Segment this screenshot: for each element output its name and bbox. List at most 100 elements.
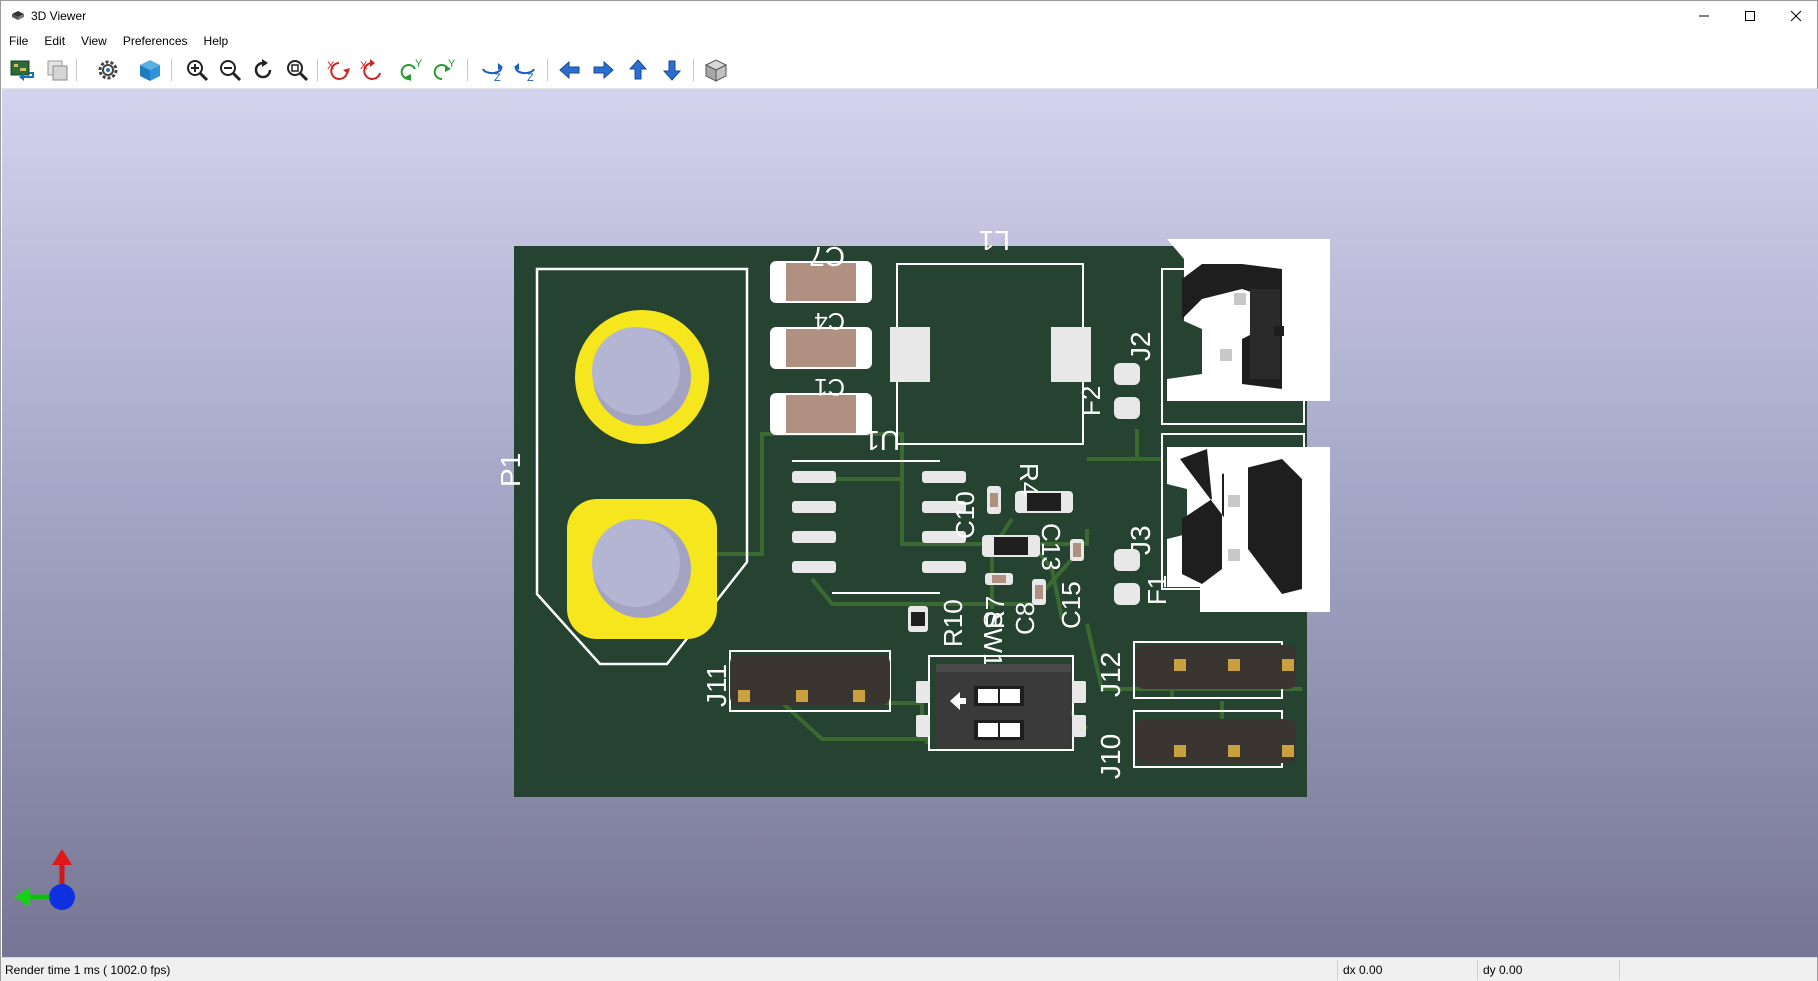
toolbar-separator xyxy=(171,59,172,81)
rotate-z-cw-button[interactable]: Z xyxy=(478,55,508,85)
rotate-x-cw-button[interactable]: X xyxy=(324,55,354,85)
app-icon xyxy=(12,11,24,20)
zoom-fit-icon xyxy=(287,60,309,82)
f2-label: F2 xyxy=(1076,386,1106,416)
capacitor-c4 xyxy=(770,327,872,369)
window-title: 3D Viewer xyxy=(31,9,87,23)
pan-up-button[interactable] xyxy=(623,55,653,85)
pcb-render: P1 C7 C4 C1 L1 U1 xyxy=(14,225,1330,910)
l1-label: L1 xyxy=(979,225,1010,256)
dy-status: dy 0.00 xyxy=(1483,963,1523,977)
settings-icon xyxy=(98,60,118,80)
zoom-fit-button[interactable] xyxy=(282,55,312,85)
toolbar-separator xyxy=(467,59,468,81)
projection-toggle-icon xyxy=(704,59,728,82)
redraw-button[interactable] xyxy=(248,55,278,85)
header-j10 xyxy=(1133,710,1296,768)
zoom-out-icon xyxy=(220,60,242,82)
redraw-icon xyxy=(254,59,272,79)
sw1-label: SW1 xyxy=(978,611,1008,667)
minimize-button[interactable] xyxy=(1681,1,1727,31)
menu-edit[interactable]: Edit xyxy=(44,34,66,48)
p1-label: P1 xyxy=(495,453,526,487)
svg-text:Z: Z xyxy=(494,72,501,83)
c13-label: C13 xyxy=(1036,523,1066,571)
3d-canvas[interactable]: P1 C7 C4 C1 L1 U1 xyxy=(2,89,1818,957)
status-separator xyxy=(1619,960,1620,980)
menu-bar: File Edit View Preferences Help xyxy=(1,31,1817,51)
header-j12 xyxy=(1133,641,1296,699)
u1-pins xyxy=(792,471,966,573)
connector-j3 xyxy=(1161,433,1330,612)
svg-text:Z: Z xyxy=(527,72,534,83)
menu-file[interactable]: File xyxy=(9,34,29,48)
capacitor-c1 xyxy=(770,393,872,435)
rotate-y-ccw-button[interactable]: Y xyxy=(431,55,461,85)
l1-pad-left xyxy=(890,327,930,382)
r4-label: R4 xyxy=(1014,463,1044,496)
c7-label: C7 xyxy=(809,241,845,272)
r10-label: R10 xyxy=(938,599,968,647)
c1-label: C1 xyxy=(814,373,845,400)
rotate-x-ccw-button[interactable]: X xyxy=(357,55,387,85)
dx-status: dx 0.00 xyxy=(1343,963,1383,977)
status-bar: Render time 1 ms ( 1002.0 fps) dx 0.00 d… xyxy=(1,957,1817,981)
sw1-side-pads xyxy=(916,681,930,703)
rotate-y-ccw-icon: Y xyxy=(433,58,456,81)
r7-label: R7 xyxy=(980,596,1010,629)
toolbar-separator xyxy=(547,59,548,81)
rotate-y-cw-button[interactable]: Y xyxy=(398,55,428,85)
close-button[interactable] xyxy=(1773,1,1818,31)
u1-label: U1 xyxy=(864,425,900,456)
pan-down-button[interactable] xyxy=(657,55,687,85)
j11-label: J11 xyxy=(701,664,732,707)
zoom-out-button[interactable] xyxy=(215,55,245,85)
render-time-status: Render time 1 ms ( 1002.0 fps) xyxy=(5,963,171,977)
pan-right-button[interactable] xyxy=(588,55,618,85)
3d-box-button[interactable] xyxy=(135,55,165,85)
toolbar: X X Y Y Z xyxy=(1,51,1817,89)
minimize-icon xyxy=(1699,15,1709,17)
rotate-y-cw-icon: Y xyxy=(400,58,423,81)
projection-toggle-button[interactable] xyxy=(701,55,731,85)
status-separator xyxy=(1337,960,1338,980)
j2-label: J2 xyxy=(1125,331,1156,361)
sw1-arrow-icon xyxy=(950,692,966,710)
toolbar-separator xyxy=(76,59,77,81)
rotate-x-cw-icon: X xyxy=(327,60,350,80)
header-j11 xyxy=(729,650,891,712)
menu-help[interactable]: Help xyxy=(203,34,229,48)
menu-view[interactable]: View xyxy=(81,34,107,48)
c10-label: C10 xyxy=(950,491,980,539)
pan-left-button[interactable] xyxy=(555,55,585,85)
p1-silkscreen xyxy=(535,267,749,666)
rotate-x-ccw-icon: X xyxy=(360,59,381,80)
svg-text:Y: Y xyxy=(415,58,423,70)
title-bar: 3D Viewer xyxy=(1,1,1817,31)
svg-text:X: X xyxy=(327,60,335,72)
maximize-button[interactable] xyxy=(1727,1,1773,31)
l1-pad-right xyxy=(1051,327,1091,382)
pan-up-icon xyxy=(628,59,648,80)
j10-label: J10 xyxy=(1095,734,1126,779)
rotate-z-ccw-button[interactable]: Z xyxy=(511,55,541,85)
smd-passives xyxy=(908,486,1084,632)
axis-gizmo xyxy=(14,849,75,910)
toolbar-separator xyxy=(693,59,694,81)
toolbar-separator xyxy=(317,59,318,81)
c4-label: C4 xyxy=(814,307,845,334)
svg-text:X: X xyxy=(360,60,368,72)
3d-box-icon xyxy=(140,60,160,81)
zoom-in-icon xyxy=(187,60,209,82)
svg-text:Y: Y xyxy=(448,58,456,70)
capacitor-c7 xyxy=(770,261,872,303)
reload-board-button[interactable] xyxy=(7,55,37,85)
reload-board-icon xyxy=(10,60,34,81)
settings-button[interactable] xyxy=(93,55,123,85)
menu-preferences[interactable]: Preferences xyxy=(122,34,188,48)
c15-label: C15 xyxy=(1056,581,1086,629)
connector-j2 xyxy=(1161,239,1330,425)
zoom-in-button[interactable] xyxy=(182,55,212,85)
copy-image-button[interactable] xyxy=(42,55,72,85)
